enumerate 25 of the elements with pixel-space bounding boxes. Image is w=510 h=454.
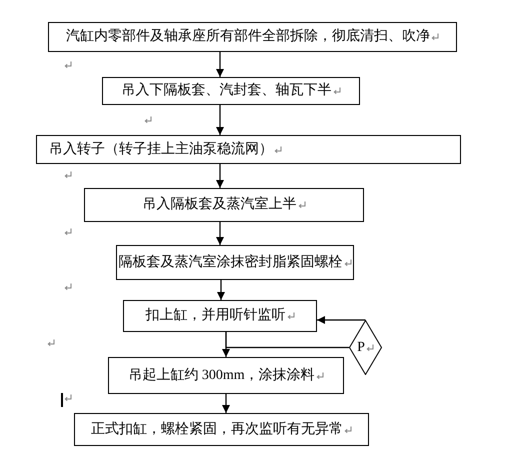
arrow <box>317 316 366 324</box>
diamond-label: P <box>357 340 365 356</box>
process-box <box>74 413 369 446</box>
process-box <box>36 135 461 164</box>
step-text: 隔板套及蒸汽室涂抹密封脂紧固螺栓 <box>118 254 342 270</box>
process-box <box>108 357 344 394</box>
arrow <box>217 280 225 300</box>
connector-line <box>225 332 349 348</box>
process-box <box>116 245 354 280</box>
step-text: 吊入下隔板套、汽封套、轴瓦下半 <box>122 83 332 99</box>
step-text: 吊起上缸约 300mm，涂抹涂料 <box>128 368 315 384</box>
process-box <box>123 300 317 332</box>
step-text: 正式扣缸，螺栓紧固，再次监听有无异常 <box>91 422 343 438</box>
arrow <box>222 394 230 413</box>
step-text: 汽缸内零部件及轴承座所有部件全部拆除，彻底清扫、吹净 <box>66 29 430 45</box>
process-box <box>84 188 364 222</box>
step-text: 吊入隔板套及蒸汽室上半 <box>142 197 296 213</box>
arrow <box>216 52 224 77</box>
step-text: 吊入转子（转子挂上主油泵稳流网） <box>49 142 273 158</box>
arrow <box>216 222 224 245</box>
arrow <box>216 105 224 135</box>
process-box <box>102 77 360 105</box>
step-text: 扣上缸，并用听针监听 <box>146 308 286 324</box>
arrow <box>216 164 224 188</box>
process-box <box>48 22 457 52</box>
